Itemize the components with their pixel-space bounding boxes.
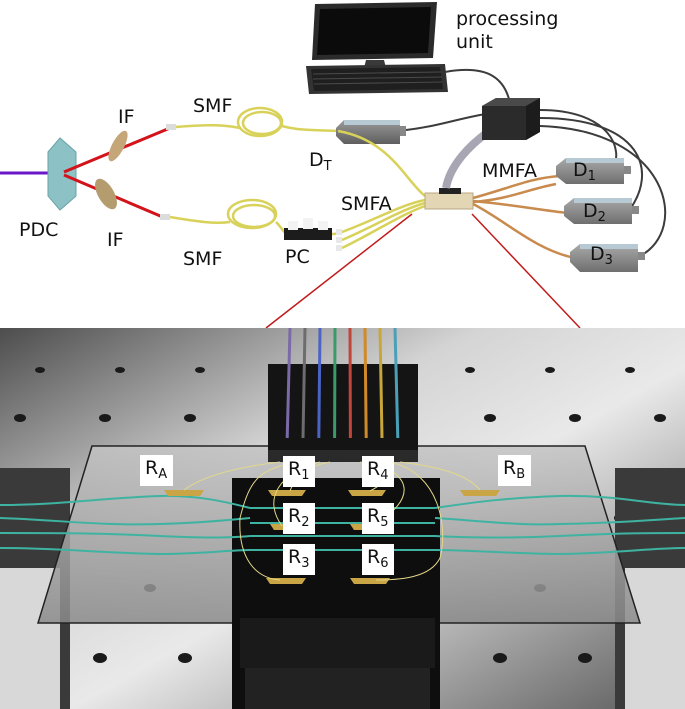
label-r2: R2	[283, 503, 316, 534]
coincidence-unit	[482, 98, 540, 140]
waveguides	[0, 494, 685, 556]
label-pdc: PDC	[19, 219, 59, 241]
interference-filter-upper	[108, 130, 128, 162]
label-processing-unit: processing unit	[456, 8, 559, 53]
label-mmfa: MMFA	[482, 160, 537, 182]
label-smf-bottom: SMF	[183, 248, 223, 270]
label-dt: DT	[309, 149, 332, 174]
label-smf-top: SMF	[193, 95, 233, 117]
label-if-top: IF	[118, 106, 135, 128]
zoom-line-left	[265, 213, 413, 329]
label-r4: R4	[362, 456, 395, 487]
label-d2: D2	[583, 200, 606, 225]
chip-fiber-array	[424, 188, 474, 210]
fiber-array-fiber	[285, 328, 292, 439]
detector-dt	[336, 120, 406, 144]
label-d3: D3	[590, 243, 613, 268]
chip-rendering-svg	[0, 328, 685, 709]
fiber-array-fiber	[393, 328, 400, 439]
fiber-array-fiber	[317, 328, 322, 439]
label-pc: PC	[285, 246, 310, 268]
smfa-fibers	[337, 129, 426, 250]
fiber-array-fiber	[301, 328, 307, 439]
zoom-line-right	[471, 213, 581, 329]
keyboard-icon	[306, 64, 448, 94]
smf-coil-lower	[169, 198, 287, 235]
wire-bonds	[183, 461, 481, 581]
mmfa-fibers	[472, 174, 576, 260]
center-mount	[232, 478, 440, 709]
pdc-crystal	[47, 137, 77, 211]
fiber-array-fibers	[285, 328, 400, 439]
fiber-array-fiber	[363, 328, 368, 439]
label-ra: RA	[140, 455, 174, 486]
smf-coil-upper	[175, 106, 339, 138]
chip-rendering: RA RB R1 R2 R3 R4 R5 R6	[0, 328, 685, 709]
detector-d2	[564, 198, 639, 224]
label-d1: D1	[573, 159, 596, 184]
label-r3: R3	[283, 544, 316, 575]
fiber-array-fiber	[378, 328, 384, 439]
cable-processing-unit	[444, 68, 511, 104]
polarization-controller	[284, 218, 332, 240]
monitor-icon	[312, 2, 437, 68]
label-rb: RB	[498, 455, 532, 486]
interference-filter-lower	[95, 178, 117, 210]
detector-d3	[570, 244, 645, 272]
label-r6: R6	[362, 544, 395, 575]
setup-schematic	[0, 2, 667, 329]
label-smfa: SMFA	[341, 193, 392, 215]
label-r1: R1	[283, 456, 316, 487]
cable-dt	[405, 113, 487, 131]
label-if-bottom: IF	[107, 229, 124, 251]
label-r5: R5	[362, 503, 395, 534]
detector-d1	[556, 158, 631, 184]
